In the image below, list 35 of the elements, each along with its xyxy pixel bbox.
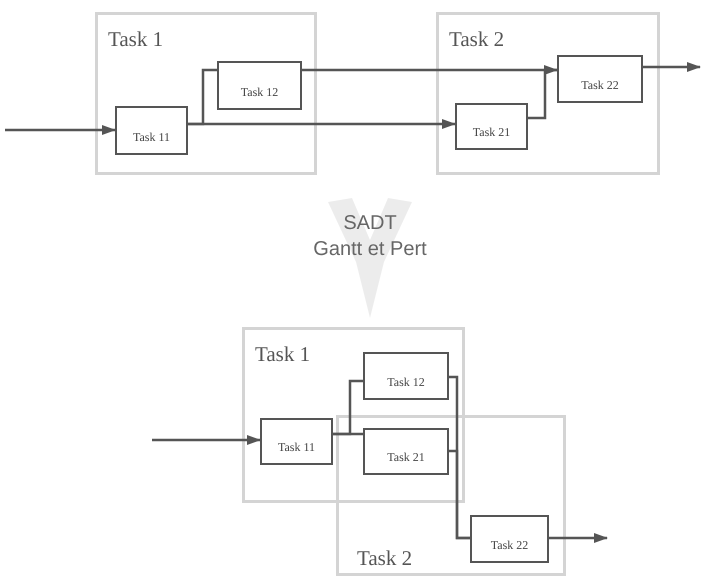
task-box	[455, 103, 528, 150]
task-label: Task 22	[581, 78, 619, 93]
arrow	[302, 65, 558, 75]
task-label: Task 12	[240, 85, 278, 100]
arrow	[5, 125, 116, 135]
group-heading: Task 2	[357, 546, 412, 571]
arrow	[152, 435, 261, 445]
task-label: Task 22	[490, 538, 528, 553]
task-label: Task 11	[278, 440, 316, 455]
transition-label: SADT	[342, 212, 398, 235]
connector-line	[449, 450, 470, 540]
task-box	[217, 61, 302, 110]
task-box	[115, 106, 188, 155]
task-group-frame	[242, 327, 465, 503]
group-heading: Task 1	[255, 342, 310, 367]
task-box	[363, 428, 449, 475]
arrow	[643, 62, 701, 72]
task-group-frame	[436, 12, 660, 175]
arrow	[188, 119, 456, 129]
transition-label: Gantt et Pert	[312, 238, 428, 261]
arrow	[549, 533, 608, 543]
task-label: Task 21	[387, 450, 425, 465]
task-group-frame	[95, 12, 317, 175]
task-box	[557, 55, 643, 103]
connector-line	[528, 68, 557, 120]
task-box	[363, 352, 449, 400]
task-box	[470, 515, 549, 563]
task-label: Task 12	[387, 375, 425, 390]
task-label: Task 11	[132, 130, 170, 145]
task-group-frame	[336, 415, 566, 576]
connector-line	[333, 432, 363, 436]
group-heading: Task 1	[108, 27, 164, 52]
group-heading: Task 2	[449, 27, 504, 52]
task-label: Task 21	[472, 125, 510, 140]
task-box	[260, 418, 333, 465]
